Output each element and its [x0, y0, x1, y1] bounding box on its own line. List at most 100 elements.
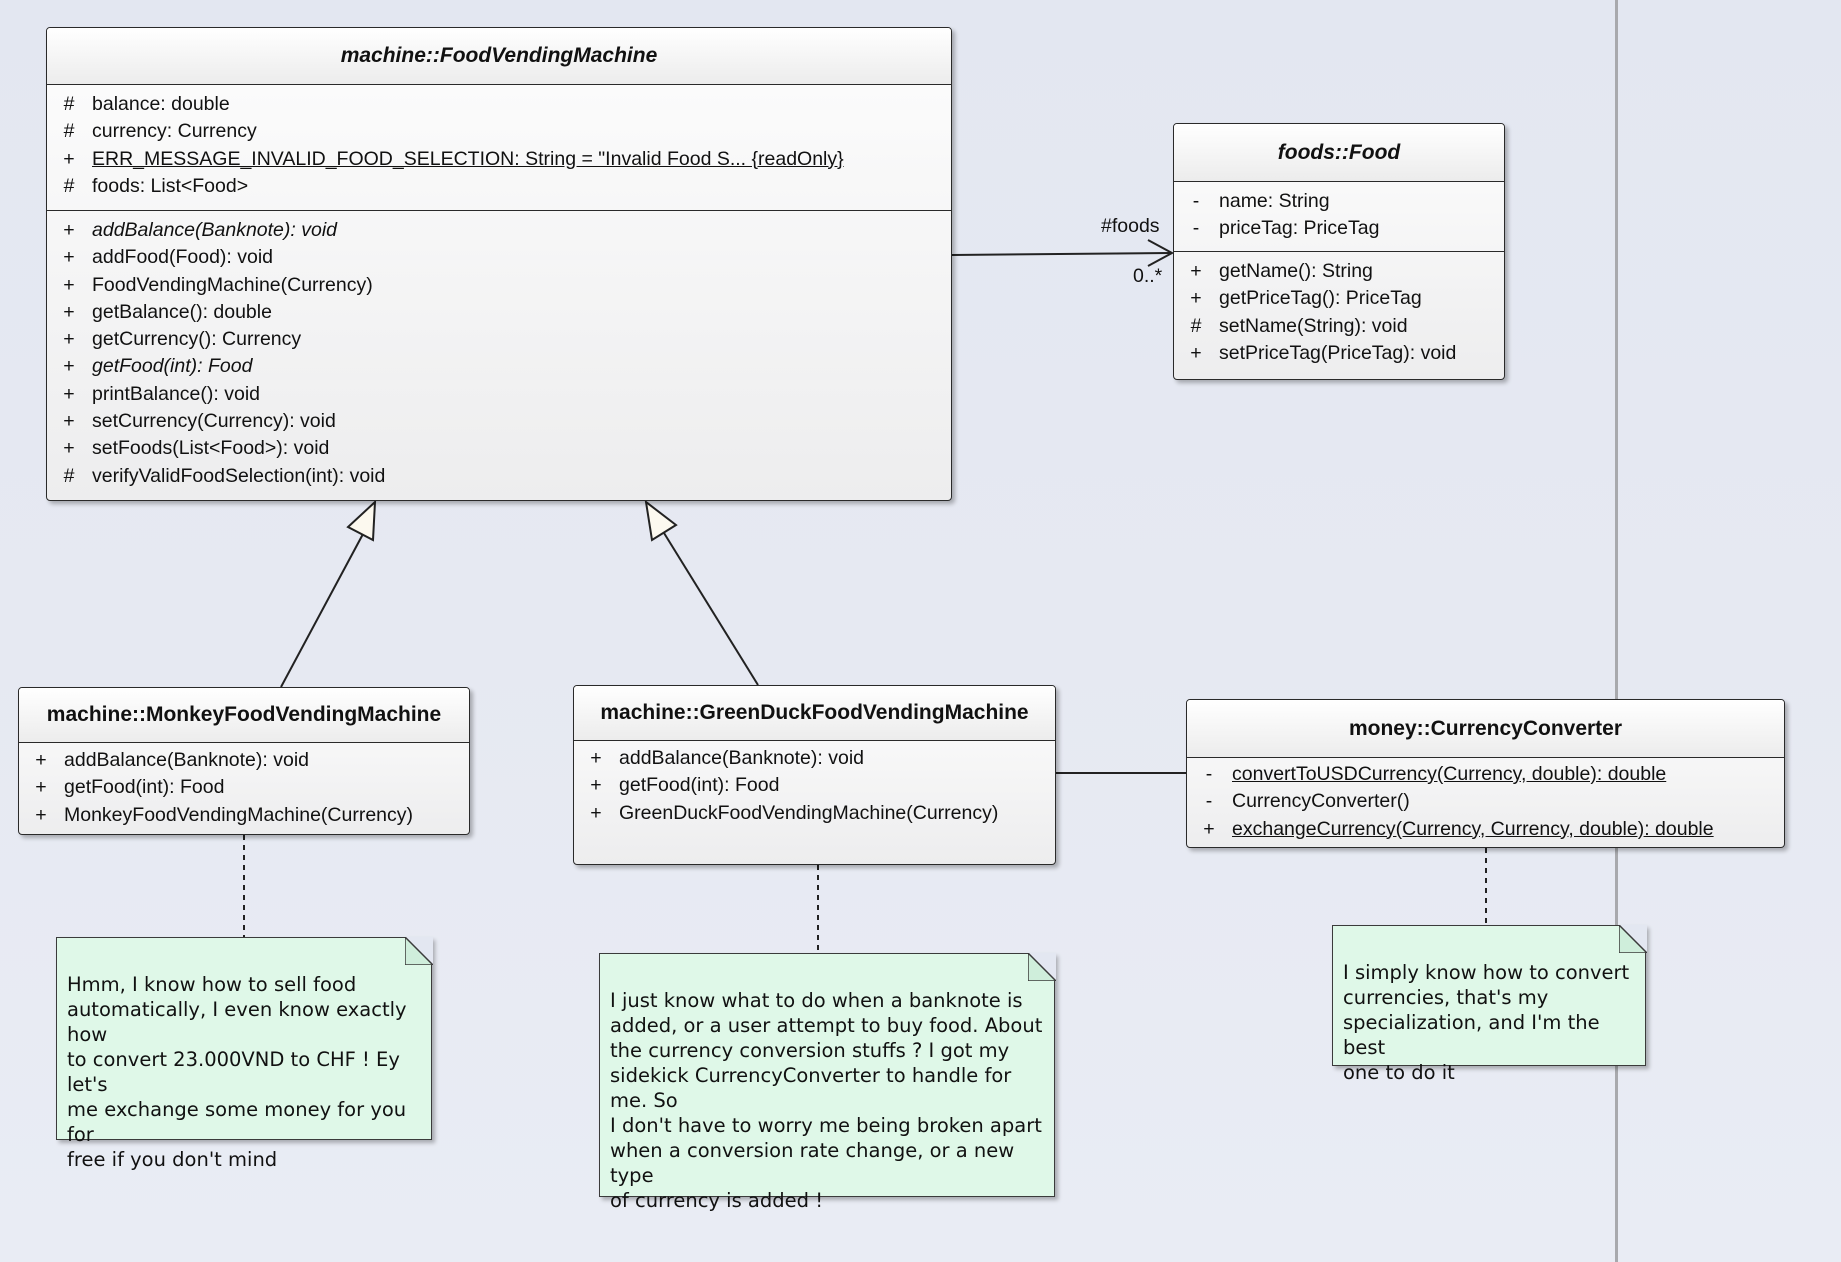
- note-text-line: I just know what to do when a banknote i…: [610, 989, 1023, 1012]
- association-foods-line: [951, 252, 1171, 256]
- class-monkey-food-vending-machine[interactable]: machine::MonkeyFoodVendingMachine + addBa…: [18, 687, 470, 835]
- class-member[interactable]: # balance: double: [47, 91, 951, 118]
- class-member[interactable]: +setPriceTag(PriceTag): void: [1174, 340, 1504, 367]
- class-member[interactable]: -priceTag: PriceTag: [1174, 215, 1504, 242]
- member-signature: getBalance(): double: [92, 300, 272, 323]
- note-text-line: of currency is added !: [610, 1189, 824, 1212]
- member-signature: printBalance(): void: [92, 382, 260, 405]
- generalization-monkey-line: [280, 533, 364, 688]
- class-member[interactable]: +addBalance(Banknote): void: [47, 217, 951, 244]
- visibility-marker: +: [63, 328, 75, 351]
- visibility-marker: +: [63, 355, 75, 378]
- visibility-marker: +: [35, 749, 47, 771]
- member-signature: CurrencyConverter(): [1232, 790, 1410, 813]
- class-member[interactable]: + setCurrency(Currency): void: [47, 408, 951, 435]
- note-text-line: to convert 23.000VND to CHF ! Ey let's: [67, 1048, 400, 1096]
- swimlane-divider: [1615, 0, 1618, 1262]
- member-signature: setFoods(List<Food>): void: [92, 437, 330, 460]
- class-member[interactable]: +MonkeyFoodVendingMachine(Currency): [19, 802, 469, 829]
- visibility-marker: +: [35, 776, 47, 799]
- class-member[interactable]: + setFoods(List<Food>): void: [47, 435, 951, 462]
- association-arrowhead: [1147, 239, 1175, 267]
- note-greenduck[interactable]: I just know what to do when a banknote i…: [599, 952, 1056, 1212]
- member-signature: getName(): String: [1219, 260, 1373, 282]
- member-signature: name: String: [1219, 190, 1330, 212]
- class-member[interactable]: + addBalance(Banknote): void: [19, 747, 469, 774]
- class-greenduck-food-vending-machine[interactable]: machine::GreenDuckFoodVendingMachine +ad…: [573, 685, 1056, 865]
- visibility-marker: #: [63, 93, 75, 115]
- class-member[interactable]: # foods: List<Food>: [47, 173, 951, 200]
- operations-compartment: +getName(): String+getPriceTag(): PriceT…: [1174, 252, 1504, 369]
- attributes-compartment: -name: String-priceTag: PriceTag: [1174, 182, 1504, 252]
- class-member[interactable]: +GreenDuckFoodVendingMachine(Currency): [574, 800, 1055, 827]
- visibility-marker: +: [590, 801, 602, 824]
- note-text-line: sidekick CurrencyConverter to handle for…: [610, 1064, 1012, 1112]
- class-member[interactable]: #currency: Currency: [47, 118, 951, 145]
- class-member[interactable]: + getFood(int): Food: [574, 772, 1055, 799]
- class-member[interactable]: +addFood(Food): void: [47, 244, 951, 271]
- class-member[interactable]: -name: String: [1174, 188, 1504, 215]
- note-fold-icon: [1618, 924, 1647, 953]
- class-member[interactable]: +FoodVendingMachine(Currency): [47, 272, 951, 299]
- note-text-line: free if you don't mind: [67, 1148, 278, 1171]
- member-signature: convertToUSDCurrency(Currency, double): …: [1232, 763, 1667, 785]
- member-signature: getCurrency(): Currency: [92, 328, 302, 351]
- class-member[interactable]: + ERR_MESSAGE_INVALID_FOOD_SELECTION: Str…: [47, 146, 951, 173]
- operations-compartment: +addBalance(Banknote): void+getFood(int)…: [574, 741, 1055, 829]
- class-member[interactable]: +getName(): String: [1174, 258, 1504, 285]
- class-title: foods::Food: [1174, 124, 1504, 182]
- class-member[interactable]: # verifyValidFoodSelection(int): void: [47, 463, 951, 490]
- visibility-marker: -: [1192, 217, 1200, 240]
- member-signature: verifyValidFoodSelection(int): void: [92, 464, 386, 487]
- note-text-line: I simply know how to convert: [1343, 961, 1630, 984]
- class-member[interactable]: +addBalance(Banknote): void: [574, 745, 1055, 772]
- visibility-marker: +: [63, 273, 75, 296]
- class-title: machine::MonkeyFoodVendingMachine: [19, 688, 469, 743]
- class-food-vending-machine[interactable]: machine::FoodVendingMachine #balance: do…: [46, 27, 952, 501]
- member-signature: setCurrency(Currency): void: [92, 410, 336, 433]
- class-title: money::CurrencyConverter: [1187, 700, 1784, 758]
- class-member[interactable]: -convertToUSDCurrency(Currency, double):…: [1187, 761, 1784, 788]
- class-member[interactable]: +getFood(int): Food: [19, 774, 469, 801]
- class-member[interactable]: +getPriceTag(): PriceTag: [1174, 285, 1504, 312]
- class-member[interactable]: #setName(String): void: [1174, 313, 1504, 340]
- note-text-line: the currency conversion stuffs ? I got m…: [610, 1039, 1010, 1062]
- class-member[interactable]: +getFood(int): Food: [47, 353, 951, 380]
- member-signature: addBalance(Banknote): void: [64, 749, 309, 771]
- class-member[interactable]: + getCurrency(): Currency: [47, 326, 951, 353]
- operations-compartment: +addBalance(Banknote): void+addFood(Food…: [47, 211, 951, 492]
- visibility-marker: +: [1203, 817, 1215, 840]
- note-text-line: automatically, I even know exactly how: [67, 998, 407, 1046]
- visibility-marker: +: [63, 147, 75, 170]
- visibility-marker: +: [35, 803, 47, 826]
- visibility-marker: #: [63, 120, 75, 143]
- class-currency-converter[interactable]: money::CurrencyConverter -convertToUSDCu…: [1186, 699, 1785, 848]
- operations-compartment: -convertToUSDCurrency(Currency, double):…: [1187, 758, 1784, 845]
- visibility-marker: -: [1205, 790, 1213, 813]
- visibility-marker: #: [63, 464, 75, 487]
- class-member[interactable]: -CurrencyConverter(): [1187, 788, 1784, 815]
- visibility-marker: -: [1192, 190, 1200, 212]
- visibility-marker: +: [63, 410, 75, 433]
- member-signature: getFood(int): Food: [619, 774, 780, 797]
- note-text-line: when a conversion rate change, or a new …: [610, 1139, 1015, 1187]
- note-text-line: one to do it: [1343, 1061, 1455, 1084]
- member-signature: priceTag: PriceTag: [1219, 217, 1380, 240]
- member-signature: balance: double: [92, 93, 230, 115]
- class-member[interactable]: +printBalance(): void: [47, 381, 951, 408]
- note-text-line: added, or a user attempt to buy food. Ab…: [610, 1014, 1043, 1037]
- visibility-marker: +: [590, 774, 602, 797]
- member-signature: ERR_MESSAGE_INVALID_FOOD_SELECTION: Stri…: [92, 147, 844, 170]
- class-member[interactable]: +getBalance(): double: [47, 299, 951, 326]
- visibility-marker: #: [63, 174, 75, 197]
- member-signature: foods: List<Food>: [92, 174, 249, 197]
- class-food[interactable]: foods::Food -name: String-priceTag: Pric…: [1173, 123, 1505, 380]
- visibility-marker: -: [1205, 763, 1213, 785]
- attributes-compartment: # balance: double #currency: Currency+ ERR_…: [47, 85, 951, 211]
- class-member[interactable]: +exchangeCurrency(Currency, Currency, do…: [1187, 816, 1784, 843]
- member-signature: addBalance(Banknote): void: [619, 747, 864, 769]
- visibility-marker: +: [63, 437, 75, 460]
